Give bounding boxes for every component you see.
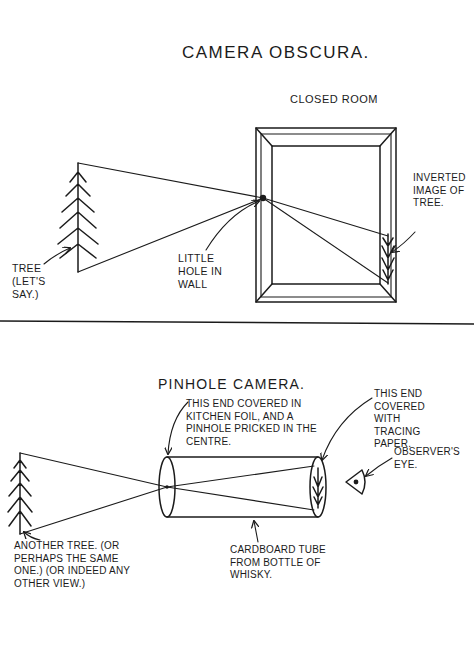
inverted-tree-sketch [382, 234, 394, 284]
leader-line [322, 398, 372, 460]
eye-pupil [354, 480, 359, 485]
light-ray [20, 466, 314, 534]
callout-text: OBSERVER'S EYE. [394, 446, 470, 471]
diagram-title: CAMERA OBSCURA. [182, 42, 382, 63]
eye-sketch [346, 470, 365, 494]
leader-line [24, 532, 40, 540]
room-outer-wall [256, 128, 396, 302]
leader-line [366, 458, 392, 476]
callout-text: CARDBOARD TUBE FROM BOTTLE OF WHISKY. [230, 544, 330, 582]
callout-text: THIS END COVERED IN KITCHEN FOIL, AND A … [186, 398, 324, 448]
room-wall-double-line [261, 134, 391, 297]
room-caption: CLOSED ROOM [290, 93, 400, 107]
leader-line [168, 402, 188, 454]
room-corner-lines [256, 128, 396, 302]
leader-line [392, 232, 415, 252]
leader-line [206, 201, 259, 250]
leader-line [44, 248, 70, 264]
callout-text: TREE (LET'S SAY.) [12, 262, 58, 301]
section-divider [0, 321, 474, 324]
tree-sketch [58, 163, 98, 272]
light-ray [78, 163, 388, 283]
light-ray [20, 453, 314, 510]
leader-line [254, 521, 258, 542]
section-heading: PINHOLE CAMERA. [158, 376, 328, 394]
inverted-tree-sketch [313, 468, 323, 508]
cardboard-tube [167, 457, 318, 517]
callout-text: THIS END COVERED WITH TRACING PAPER. [374, 388, 438, 451]
callout-text: ANOTHER TREE. (OR PERHAPS THE SAME ONE.)… [14, 540, 132, 590]
callout-text: LITTLE HOLE IN WALL [178, 252, 240, 291]
callout-text: INVERTED IMAGE OF TREE. [413, 172, 471, 210]
light-ray [78, 198, 388, 272]
tree-sketch [8, 453, 32, 534]
